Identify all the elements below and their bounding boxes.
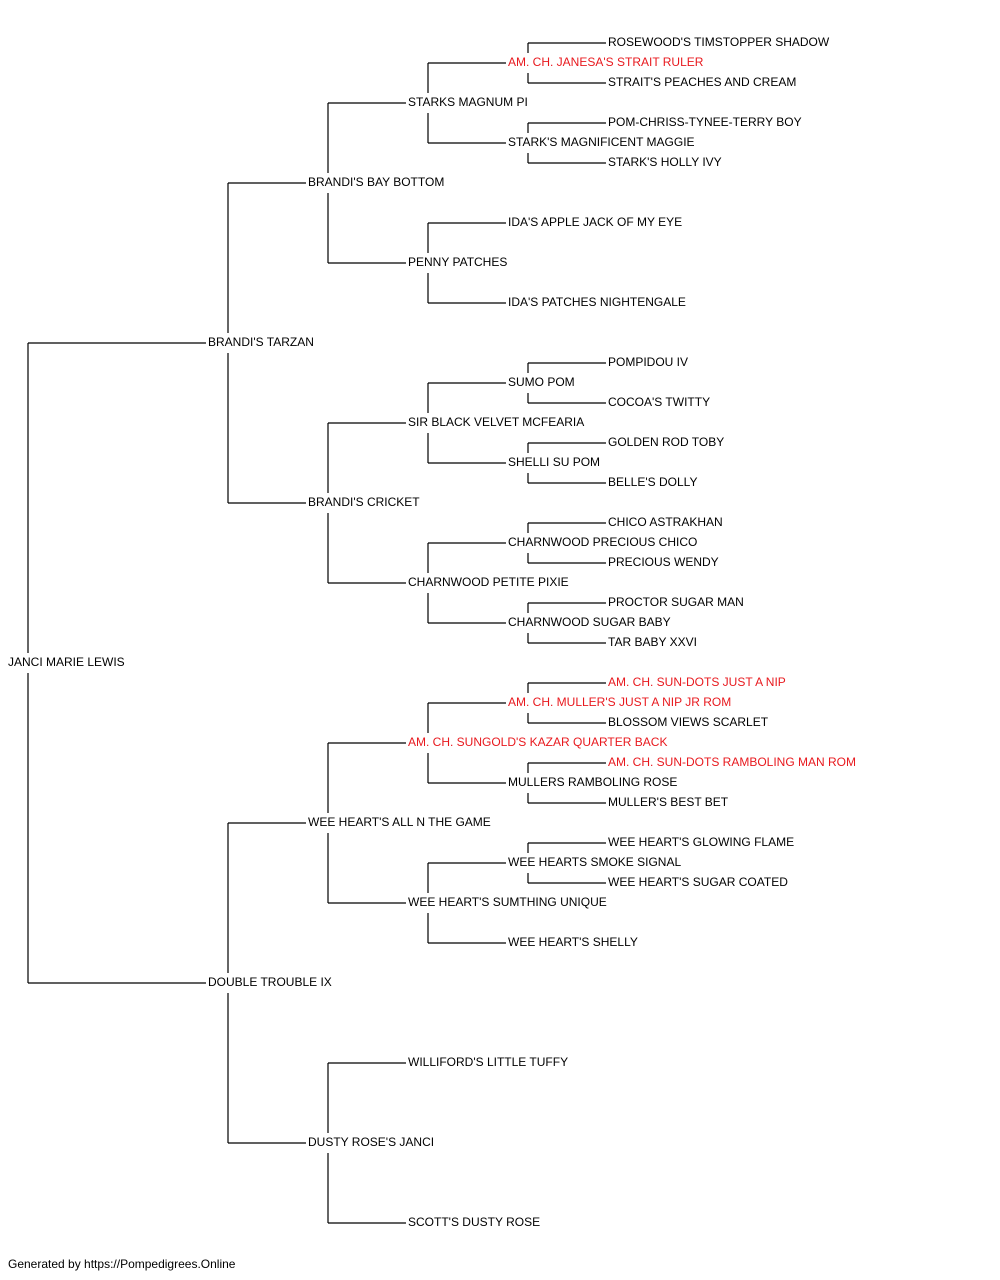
dam-name-gen2: BRANDI'S CRICKET: [308, 495, 421, 509]
dam-name-gen5: MULLER'S BEST BET: [608, 795, 730, 809]
dam-name-gen5: WEE HEART'S SUGAR COATED: [608, 875, 789, 889]
dam-name-gen4: CHARNWOOD SUGAR BABY: [508, 615, 672, 629]
sire-name-gen4: WEE HEARTS SMOKE SIGNAL: [508, 855, 683, 869]
sire-name-gen4: SUMO POM: [508, 375, 576, 389]
sire-name-gen4: AM. CH. MULLER'S JUST A NIP JR ROM: [508, 695, 733, 709]
dam-name-gen3: CHARNWOOD PETITE PIXIE: [408, 575, 570, 589]
sire-name-gen2: BRANDI'S BAY BOTTOM: [308, 175, 446, 189]
dam-name-gen3: SCOTT'S DUSTY ROSE: [408, 1215, 542, 1229]
sire-name-gen3: SIR BLACK VELVET MCFEARIA: [408, 415, 586, 429]
sire-name-gen3: STARKS MAGNUM PI: [408, 95, 529, 109]
sire-name-gen5: AM. CH. SUN-DOTS JUST A NIP: [608, 675, 787, 689]
dam-name-gen3: PENNY PATCHES: [408, 255, 509, 269]
sire-name-gen4: IDA'S APPLE JACK OF MY EYE: [508, 215, 684, 229]
sire-name-gen1: BRANDI'S TARZAN: [208, 335, 315, 349]
sire-name-gen5: WEE HEART'S GLOWING FLAME: [608, 835, 796, 849]
dam-name-gen5: STARK'S HOLLY IVY: [608, 155, 723, 169]
sire-name-gen5: ROSEWOOD'S TIMSTOPPER SHADOW: [608, 35, 831, 49]
dam-name-gen4: SHELLI SU POM: [508, 455, 602, 469]
dam-name-gen5: BLOSSOM VIEWS SCARLET: [608, 715, 770, 729]
dam-name-gen4: WEE HEART'S SHELLY: [508, 935, 639, 949]
dam-name-gen5: STRAIT'S PEACHES AND CREAM: [608, 75, 798, 89]
dam-name-gen2: DUSTY ROSE'S JANCI: [308, 1135, 436, 1149]
subject-dog-name: JANCI MARIE LEWIS: [8, 655, 126, 669]
sire-name-gen3: WILLIFORD'S LITTLE TUFFY: [408, 1055, 570, 1069]
sire-name-gen5: CHICO ASTRAKHAN: [608, 515, 724, 529]
sire-name-gen3: AM. CH. SUNGOLD'S KAZAR QUARTER BACK: [408, 735, 669, 749]
dam-name-gen5: PRECIOUS WENDY: [608, 555, 720, 569]
dam-name-gen3: WEE HEART'S SUMTHING UNIQUE: [408, 895, 608, 909]
sire-name-gen5: POM-CHRISS-TYNEE-TERRY BOY: [608, 115, 803, 129]
sire-name-gen5: GOLDEN ROD TOBY: [608, 435, 726, 449]
dam-name-gen5: BELLE'S DOLLY: [608, 475, 699, 489]
sire-name-gen5: AM. CH. SUN-DOTS RAMBOLING MAN ROM: [608, 755, 858, 769]
dam-name-gen4: STARK'S MAGNIFICENT MAGGIE: [508, 135, 696, 149]
sire-name-gen4: AM. CH. JANESA'S STRAIT RULER: [508, 55, 705, 69]
sire-name-gen2: WEE HEART'S ALL N THE GAME: [308, 815, 492, 829]
dam-name-gen1: DOUBLE TROUBLE IX: [208, 975, 333, 989]
dam-name-gen4: MULLERS RAMBOLING ROSE: [508, 775, 679, 789]
sire-name-gen5: POMPIDOU IV: [608, 355, 690, 369]
sire-name-gen5: PROCTOR SUGAR MAN: [608, 595, 745, 609]
dam-name-gen5: COCOA'S TWITTY: [608, 395, 712, 409]
dam-name-gen5: TAR BABY XXVI: [608, 635, 698, 649]
sire-name-gen4: CHARNWOOD PRECIOUS CHICO: [508, 535, 699, 549]
generated-by-footer: Generated by https://Pompedigrees.Online: [8, 1257, 236, 1271]
dam-name-gen4: IDA'S PATCHES NIGHTENGALE: [508, 295, 687, 309]
